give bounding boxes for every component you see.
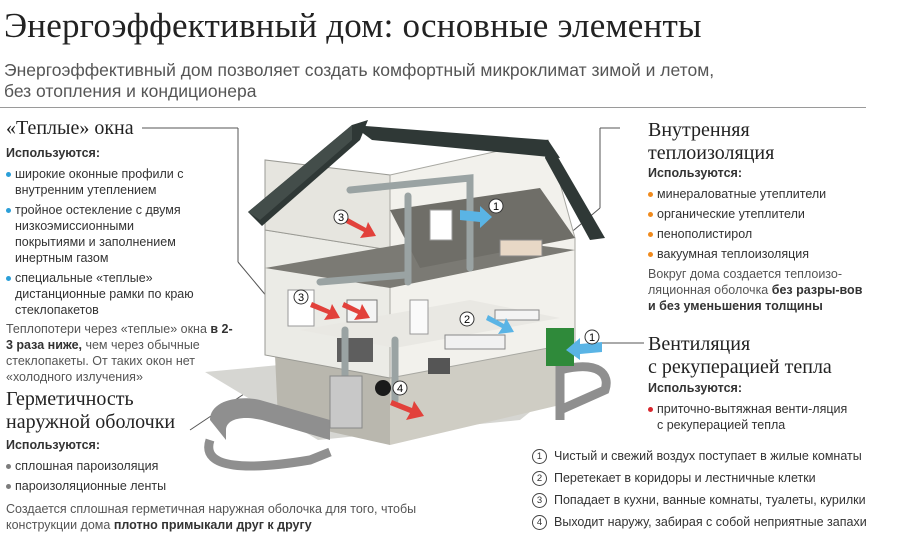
list-item: органические утеплители xyxy=(648,206,888,222)
legend-number: 2 xyxy=(532,470,547,486)
list-item: тройное остекление с двумя низкоэмиссион… xyxy=(6,202,196,266)
ventilation-list: приточно-вытяжная венти-ляция с рекупера… xyxy=(648,401,848,437)
list-item: пенополистирол xyxy=(648,226,888,242)
insulation-note: Вокруг дома создается теплоизо-ляционная… xyxy=(648,266,863,314)
header-divider xyxy=(0,107,866,108)
envelope-title-line-1: Герметичность xyxy=(6,388,134,410)
marker-3-lower: 3 xyxy=(298,292,304,304)
marker-3-upper: 3 xyxy=(338,212,344,224)
legend-text: Чистый и свежий воздух поступает в жилые… xyxy=(554,449,862,463)
page-subtitle: Энергоэффективный дом позволяет создать … xyxy=(4,60,904,102)
legend-item: 2 Перетекает в коридоры и лестничные клет… xyxy=(532,467,902,489)
windows-title: «Теплые» окна xyxy=(6,117,134,139)
insulation-title-line-2: теплоизоляция xyxy=(648,142,775,164)
airflow-legend: 1 Чистый и свежий воздух поступает в жилы… xyxy=(532,445,902,533)
envelope-note-bold: плотно примыкали друг к другу xyxy=(113,518,312,532)
envelope-used-label: Используются: xyxy=(6,438,101,452)
legend-item: 4 Выходит наружу, забирая с собой неприят… xyxy=(532,511,902,533)
exhaust-air-arrows xyxy=(310,218,424,420)
marker-4: 4 xyxy=(397,383,403,395)
envelope-list: сплошная пароизоляция пароизоляционные л… xyxy=(6,458,226,498)
legend-number: 1 xyxy=(532,448,547,464)
ventilation-title-line-2: с рекуперацией тепла xyxy=(648,356,832,378)
ventilation-used-label: Используются: xyxy=(648,381,743,395)
list-item: широкие оконные профили с внутренним уте… xyxy=(6,166,196,198)
envelope-title-line-2: наружной оболочки xyxy=(6,411,176,433)
subtitle-line-1: Энергоэффективный дом позволяет создать … xyxy=(4,60,715,80)
insulation-note-text: Вокруг дома создается теплоизо-ляционная… xyxy=(648,267,843,297)
list-item: минераловатные утеплители xyxy=(648,186,888,202)
legend-number: 4 xyxy=(532,514,547,530)
list-item: пароизоляционные ленты xyxy=(6,478,226,494)
legend-text: Попадает в кухни, ванные комнаты, туалет… xyxy=(554,493,866,507)
ventilation-title: Вентиляция с рекуперацией тепла xyxy=(648,333,832,379)
marker-2: 2 xyxy=(464,314,470,326)
recuperator-unit xyxy=(546,328,574,366)
windows-note-bold: в 2-3 раза ниже, xyxy=(6,322,233,352)
legend-number: 3 xyxy=(532,492,547,508)
legend-item: 3 Попадает в кухни, ванные комнаты, туале… xyxy=(532,489,902,511)
list-item: сплошная пароизоляция xyxy=(6,458,226,474)
windows-used-label: Используются: xyxy=(6,146,101,160)
insulation-title: Внутренняя теплоизоляция xyxy=(648,119,774,165)
envelope-note-text: Создается сплошная герметичная наружная … xyxy=(6,502,417,532)
envelope-note: Создается сплошная герметичная наружная … xyxy=(6,501,426,533)
list-item: приточно-вытяжная венти-ляция с рекупера… xyxy=(648,401,848,433)
legend-text: Перетекает в коридоры и лестничные клетк… xyxy=(554,471,816,485)
insulation-note-bold: без разры-вов и без уменьшения толщины xyxy=(648,283,863,313)
insulation-used-label: Используются: xyxy=(648,166,743,180)
list-item: специальные «теплые» дистанционные рамки… xyxy=(6,270,196,318)
insulation-list: минераловатные утеплители органические у… xyxy=(648,186,888,266)
windows-note: Теплопотери через «теплые» окна в 2-3 ра… xyxy=(6,321,236,385)
insulation-title-line-1: Внутренняя xyxy=(648,119,750,141)
windows-note-end: чем через обычные стеклопакеты. От таких… xyxy=(6,338,200,384)
page-title: Энергоэффективный дом: основные элементы xyxy=(4,6,702,45)
diagram-markers: 1 1 2 3 3 4 xyxy=(293,198,600,396)
legend-item: 1 Чистый и свежий воздух поступает в жилы… xyxy=(532,445,902,467)
list-item: вакуумная теплоизоляция xyxy=(648,246,888,262)
windows-note-text: Теплопотери через «теплые» окна xyxy=(6,322,211,336)
windows-list: широкие оконные профили с внутренним уте… xyxy=(6,166,196,322)
fresh-air-arrows xyxy=(460,206,602,360)
ventilation-title-line-1: Вентиляция xyxy=(648,333,751,355)
marker-1-upper: 1 xyxy=(493,201,499,213)
legend-text: Выходит наружу, забирая с собой неприятн… xyxy=(554,515,867,529)
envelope-title: Герметичность наружной оболочки xyxy=(6,388,175,434)
subtitle-line-2: без отопления и кондиционера xyxy=(4,81,257,101)
marker-1-right: 1 xyxy=(589,332,595,344)
